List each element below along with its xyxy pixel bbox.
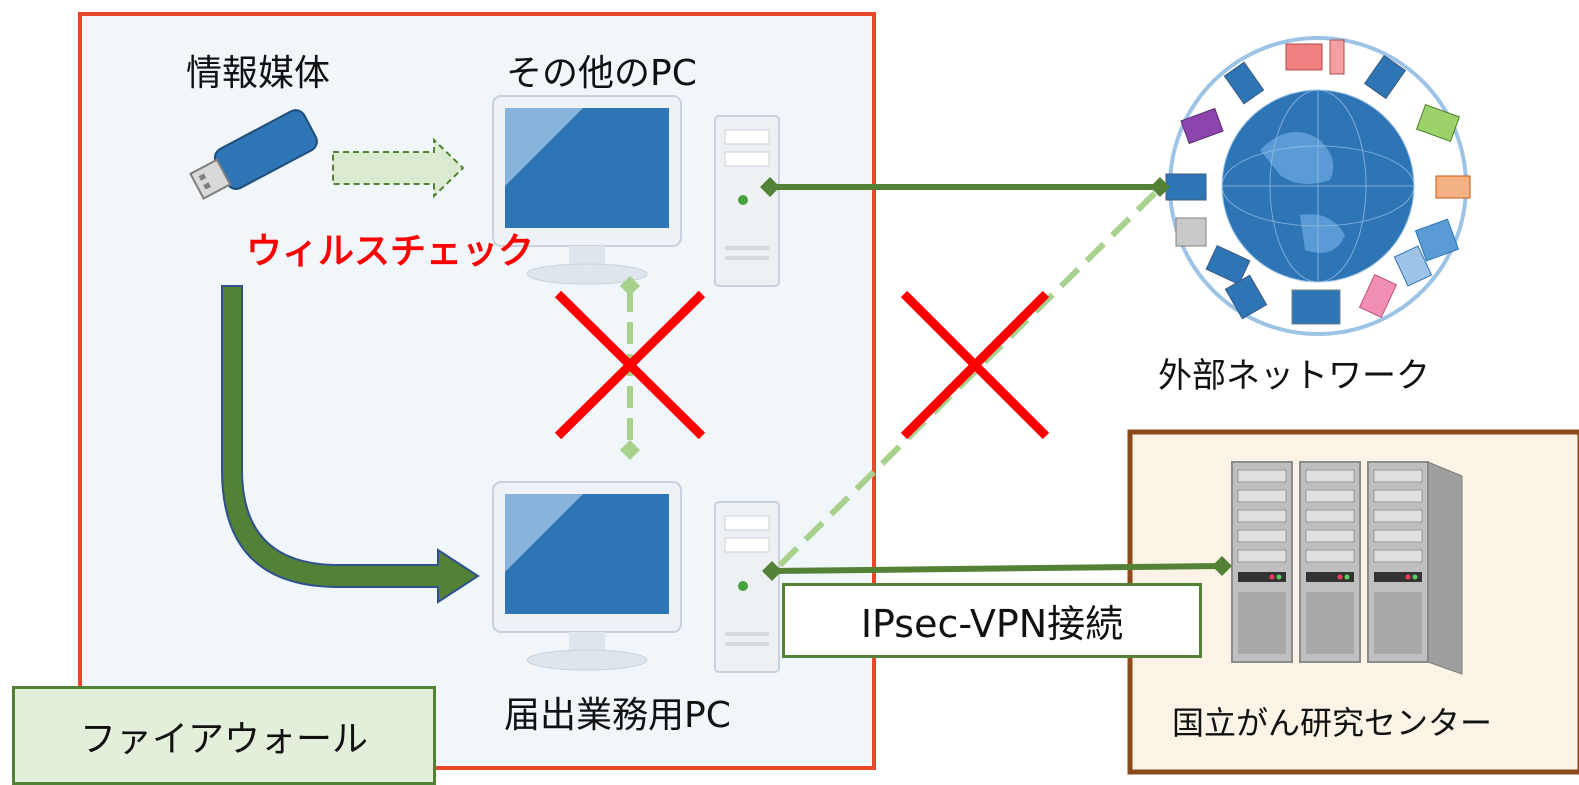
usb-stick-icon: [189, 109, 318, 200]
external-network-label: 外部ネットワーク: [1158, 356, 1430, 396]
reporting-pc-label: 届出業務用PC: [504, 695, 731, 736]
firewall-label: ファイアウォール: [12, 686, 436, 785]
red-cross-icon: [900, 290, 1050, 440]
ipsec-vpn-label: IPsec-VPN接続: [782, 583, 1202, 658]
virus-check-label: ウィルスチェック: [246, 231, 535, 272]
blocked-link-pc-network: [777, 189, 1159, 568]
link-node-icon: [620, 276, 640, 296]
link-node-icon: [760, 177, 780, 197]
link-node-icon: [762, 561, 782, 581]
curved-arrow-icon: [221, 285, 480, 604]
link-node-icon: [1212, 556, 1232, 576]
other-pc-label: その他のPC: [506, 53, 697, 94]
link-reporting-pc-ncc: [771, 563, 1223, 574]
link-node-icon: [620, 440, 640, 460]
red-cross-icon: [554, 290, 706, 440]
ncc-label: 国立がん研究センター: [1172, 704, 1493, 742]
link-node-icon: [1150, 177, 1170, 197]
globe-network-icon: [1165, 36, 1471, 336]
media-label: 情報媒体: [186, 53, 331, 94]
server-rack-icon: [1231, 461, 1463, 675]
dashed-arrow-icon: [332, 137, 465, 199]
